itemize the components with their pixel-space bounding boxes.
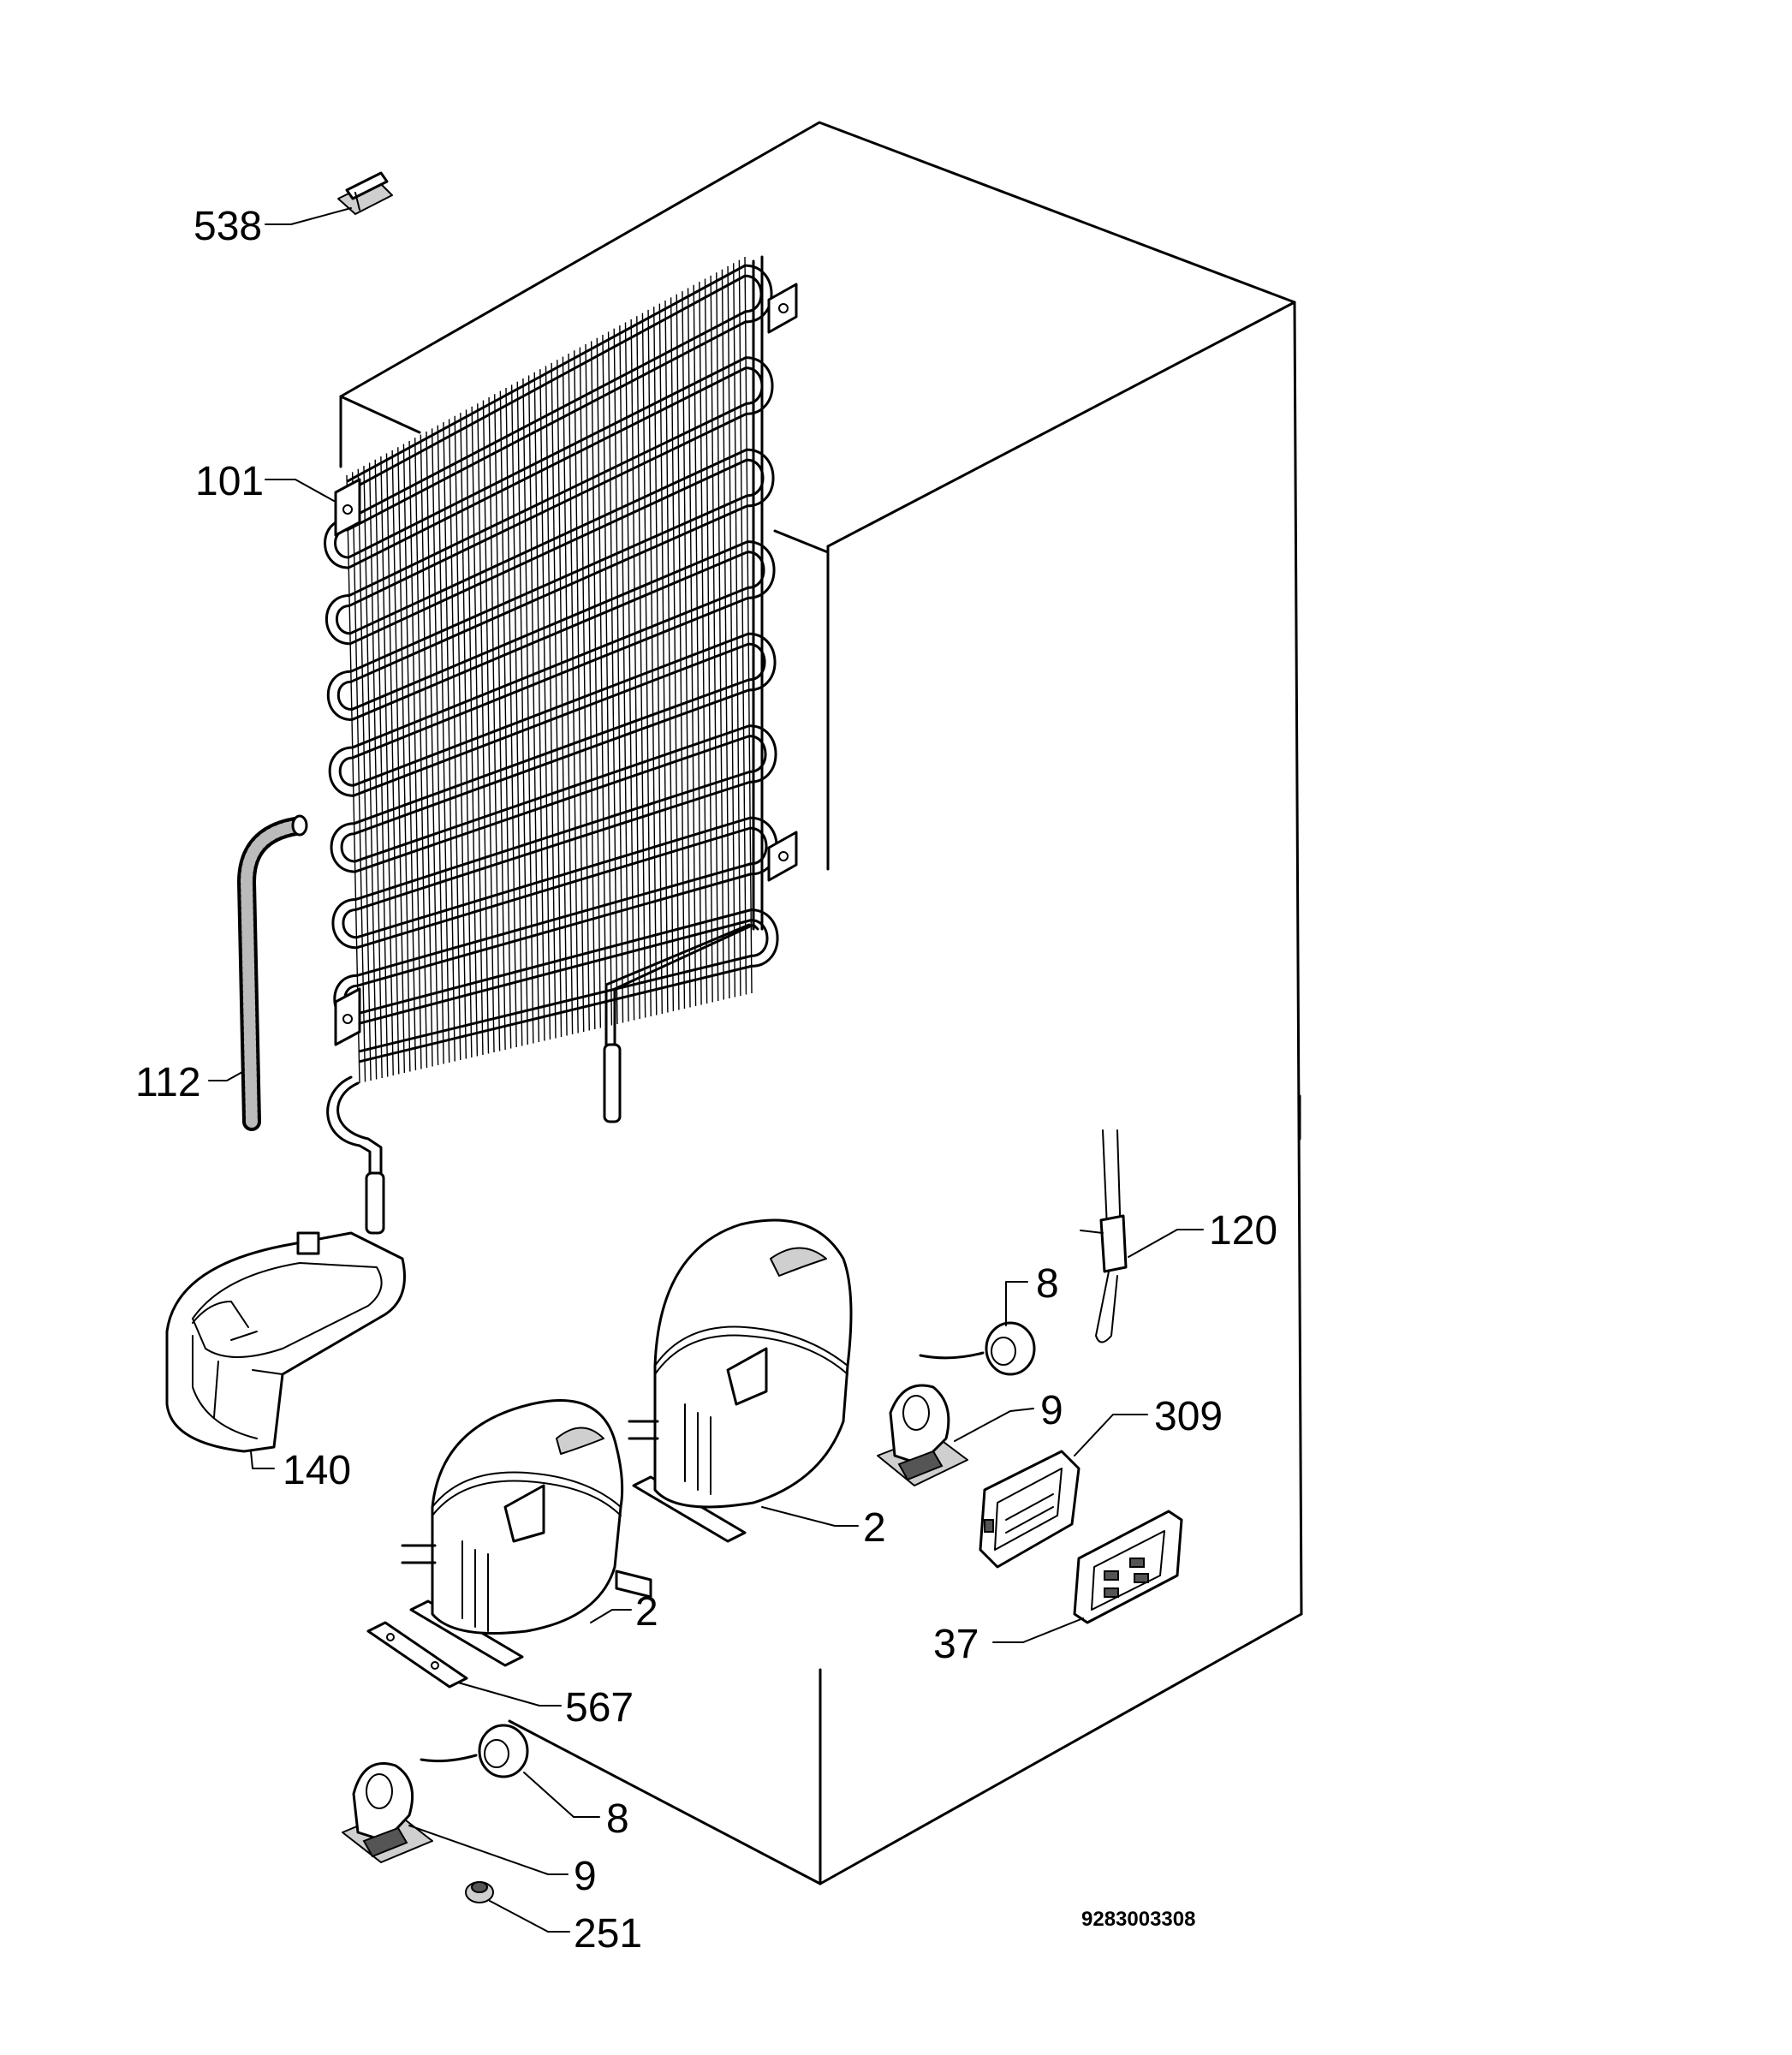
plate-567 [366, 1621, 468, 1689]
callout-251: 251 [574, 1911, 642, 1957]
compressor-upper [628, 1218, 853, 1543]
callout-140: 140 [283, 1448, 351, 1493]
callout-112: 112 [135, 1060, 201, 1105]
callout-9-upper: 9 [1040, 1388, 1063, 1433]
clamp-9-upper [877, 1384, 968, 1486]
bracket-top-right [767, 283, 798, 334]
cabinet-outline [339, 121, 1303, 1885]
bracket-bottom-left [334, 987, 361, 1046]
document-code: 9283003308 [1081, 1908, 1195, 1931]
bracket-top-left [334, 478, 361, 537]
bracket-mid-right [767, 831, 798, 882]
thermostat-120 [1080, 1129, 1128, 1343]
callout-8-lower: 8 [606, 1796, 629, 1842]
callout-120: 120 [1209, 1208, 1277, 1254]
leader-lines [208, 207, 1204, 1933]
clamp-9-lower [342, 1761, 433, 1863]
clip-538 [337, 171, 393, 215]
relay-8-lower [420, 1724, 529, 1778]
module-309 [979, 1450, 1081, 1569]
callout-2-lower: 2 [635, 1589, 658, 1635]
callout-37: 37 [933, 1622, 979, 1667]
callout-9-lower: 9 [574, 1854, 597, 1899]
callout-309: 309 [1154, 1394, 1223, 1439]
board-37 [1073, 1510, 1183, 1624]
relay-8-upper [919, 1321, 1036, 1376]
callout-2-upper: 2 [863, 1505, 886, 1551]
callout-labels: 538 101 112 120 8 140 9 309 2 2 37 567 8… [135, 204, 1277, 1957]
callout-101: 101 [195, 459, 264, 504]
callout-567: 567 [565, 1685, 634, 1730]
callout-8-upper: 8 [1036, 1261, 1059, 1307]
grommet-251 [465, 1881, 494, 1903]
drain-hose-112 [236, 814, 308, 1131]
compressor-lower [401, 1399, 652, 1667]
condenser-coil [324, 255, 798, 1235]
callout-538: 538 [193, 204, 262, 249]
drip-tray-140 [165, 1231, 406, 1453]
